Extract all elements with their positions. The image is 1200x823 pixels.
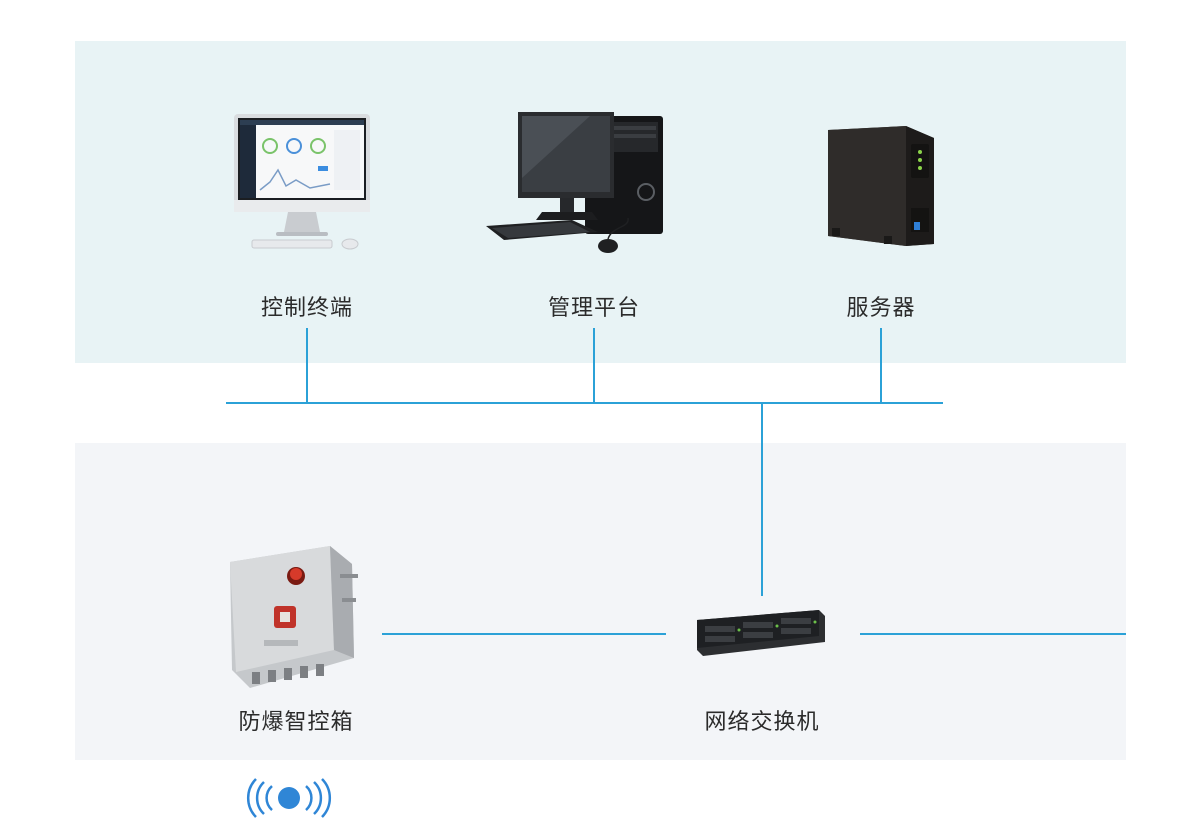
nas-server-icon bbox=[828, 126, 934, 246]
wireless-signal-icon bbox=[246, 778, 332, 818]
network-switch-icon bbox=[697, 610, 825, 656]
terminal-link bbox=[306, 328, 308, 403]
box-link bbox=[382, 633, 666, 635]
network-switch-label: 网络交换机 bbox=[704, 710, 820, 735]
bus-line bbox=[226, 402, 943, 404]
control-box-icon bbox=[230, 546, 358, 688]
management-platform-label: 管理平台 bbox=[547, 296, 641, 321]
server-label: 服务器 bbox=[846, 296, 916, 321]
server-link bbox=[880, 328, 882, 403]
platform-link bbox=[593, 328, 595, 403]
control-box-label: 防爆智控箱 bbox=[238, 710, 354, 735]
switch-uplink bbox=[761, 402, 763, 596]
control-terminal-label: 控制终端 bbox=[260, 296, 354, 321]
desktop-pc-icon bbox=[486, 112, 663, 253]
monitor-icon bbox=[234, 114, 370, 250]
switch-right-link bbox=[860, 633, 1126, 635]
